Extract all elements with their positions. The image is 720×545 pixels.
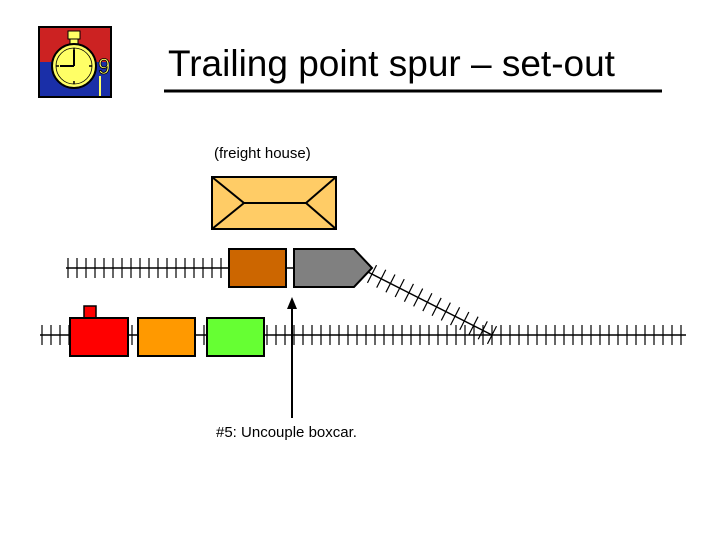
rail-tie [413,288,424,307]
gray-car [293,248,374,288]
locomotive [69,317,129,357]
green-car [206,317,265,357]
boxcar [228,248,287,288]
rail-tie [440,302,451,321]
rail-tie [394,278,405,298]
uncouple-arrow [287,297,297,418]
rail-tie [376,269,387,288]
rail-tie [459,311,470,331]
stopwatch-clock-icon: 9 [38,26,112,98]
slide-title: Trailing point spur – set-out [168,43,615,84]
svg-text:9: 9 [98,54,110,79]
orange-car [137,317,196,357]
rail-tie [403,283,414,302]
main-track [40,325,686,345]
locomotive-cab [83,305,97,319]
freight-house-label: (freight house) [214,145,311,162]
freight-house [211,176,337,230]
rail-tie [450,307,461,326]
spur-track [66,258,498,345]
step-caption: #5: Uncouple boxcar. [216,424,357,441]
rail-tie [385,274,396,293]
rail-tie [366,264,378,284]
rail-tie [431,297,442,317]
rail-tie [422,292,433,312]
